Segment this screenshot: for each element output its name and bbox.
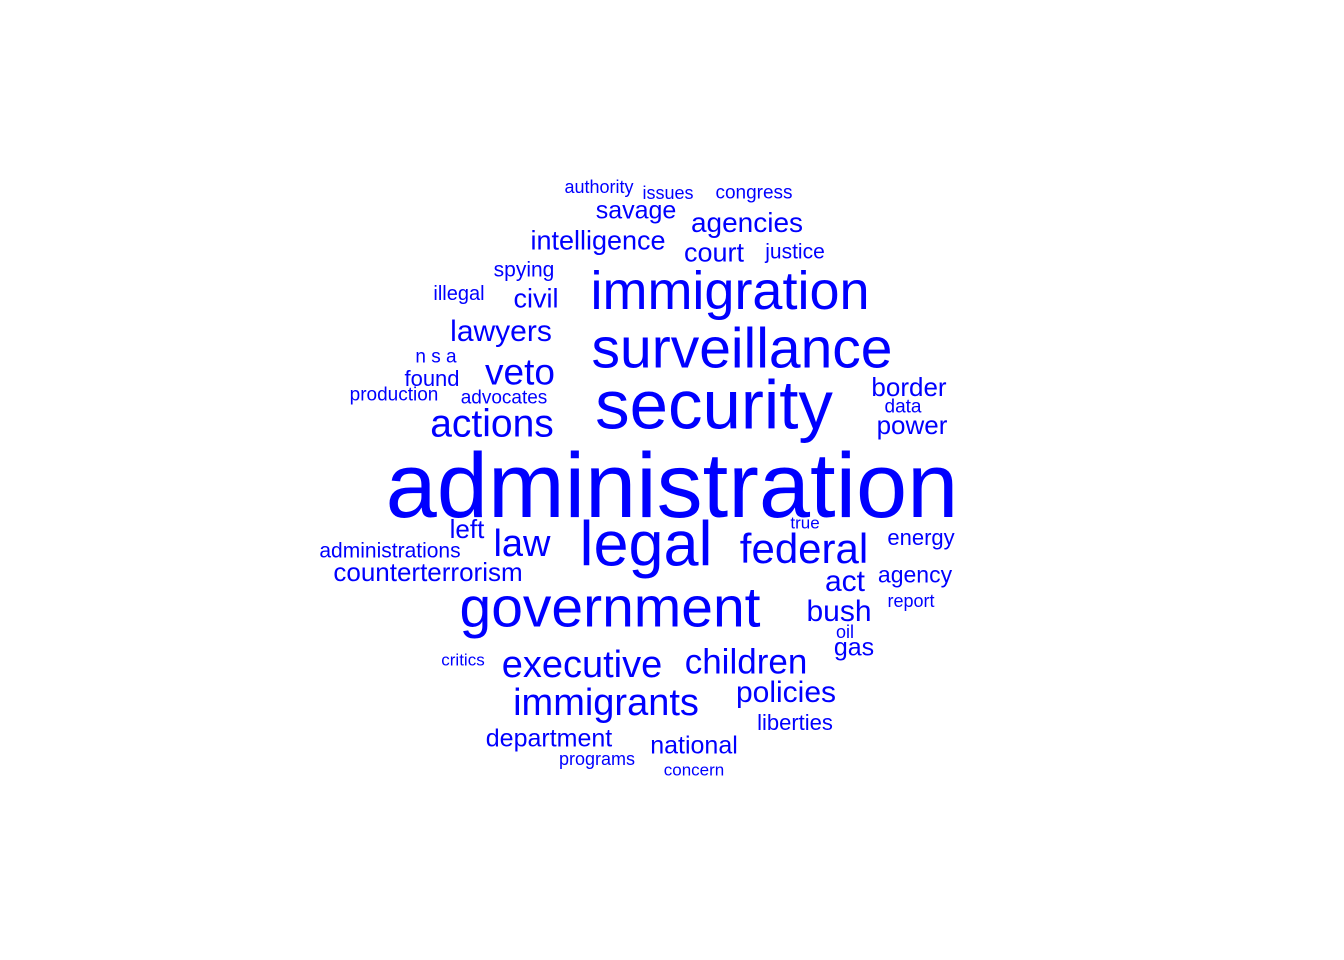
word-legal: legal <box>579 509 713 580</box>
word-issues: issues <box>642 183 694 203</box>
word-immigration: immigration <box>590 261 870 321</box>
word-left: left <box>449 514 485 544</box>
word-border: border <box>871 372 947 402</box>
word-authority: authority <box>564 177 634 197</box>
word-national: national <box>650 731 738 760</box>
word-court: court <box>683 237 745 268</box>
word-true: true <box>790 513 820 533</box>
word-executive: executive <box>501 644 663 686</box>
word-administration: administration <box>385 435 959 537</box>
word-counterterrorism: counterterrorism <box>333 557 523 587</box>
word-department: department <box>485 724 613 753</box>
word-lawyers: lawyers <box>450 315 552 348</box>
word-production: production <box>349 384 439 406</box>
word-energy: energy <box>887 525 955 550</box>
word-federal: federal <box>739 525 869 572</box>
word-bush: bush <box>806 595 872 628</box>
word-power: power <box>876 410 948 440</box>
word-gas: gas <box>833 633 875 662</box>
word-government: government <box>459 575 761 640</box>
word-civil: civil <box>513 283 559 314</box>
word-concern: concern <box>663 760 725 780</box>
word-oil: oil <box>835 622 855 642</box>
word-liberties: liberties <box>757 710 833 735</box>
word-immigrants: immigrants <box>513 682 699 724</box>
word-administrations: administrations <box>319 539 461 563</box>
word-savage: savage <box>595 196 677 225</box>
word-critics: critics <box>441 650 485 670</box>
word-illegal: illegal <box>433 283 485 305</box>
word-law: law <box>493 523 551 565</box>
word-found: found <box>404 366 460 391</box>
word-programs: programs <box>558 749 636 769</box>
word-act: act <box>824 565 866 598</box>
word-security: security <box>595 366 833 444</box>
word-spying: spying <box>493 258 555 282</box>
word-children: children <box>684 642 808 682</box>
word-justice: justice <box>765 240 825 264</box>
word-intelligence: intelligence <box>530 225 666 256</box>
word-report: report <box>887 591 935 611</box>
word-policies: policies <box>735 676 837 709</box>
word-actions: actions <box>430 402 554 446</box>
word-n-s-a: n s a <box>415 346 457 368</box>
word-data: data <box>884 396 922 418</box>
word-surveillance: surveillance <box>591 316 893 381</box>
word-agency: agency <box>877 561 953 588</box>
word-congress: congress <box>715 182 793 204</box>
word-veto: veto <box>485 351 555 393</box>
word-agencies: agencies <box>690 207 804 238</box>
word-advocates: advocates <box>460 387 548 409</box>
